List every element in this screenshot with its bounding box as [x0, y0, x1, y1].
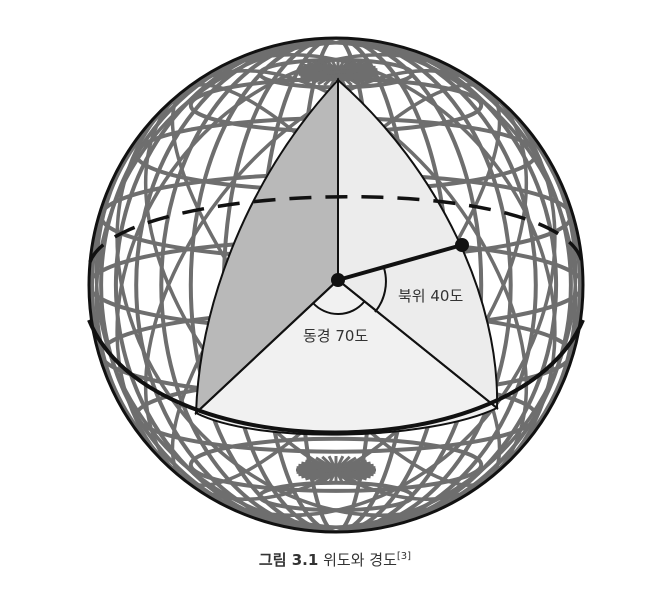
light-longitude-sector — [194, 278, 499, 436]
light-latitude-sector — [337, 77, 499, 411]
location-point — [455, 238, 469, 252]
figure-reference: [3] — [396, 551, 412, 562]
meridian-line — [159, 38, 513, 532]
globe-diagram: 북위 40도 동경 70도 — [87, 36, 585, 534]
meridian-line — [90, 38, 582, 532]
meridian-line — [99, 38, 573, 532]
latitude-label: 북위 40도 — [398, 287, 463, 305]
meridian-line — [134, 38, 538, 532]
figure-title: 위도와 경도 — [323, 551, 397, 569]
figure-number: 그림 3.1 — [258, 551, 319, 569]
meridian-line — [188, 38, 484, 532]
center-to-longitude-point-line — [337, 279, 498, 409]
parallel-line — [188, 436, 484, 493]
shaded-meridian-sector — [194, 77, 339, 416]
center-to-prime-meridian-line — [195, 279, 339, 414]
equator-line — [87, 319, 585, 435]
sphere-outline — [87, 36, 585, 534]
center-to-location-point-line — [337, 243, 463, 282]
longitude-label: 동경 70도 — [303, 327, 368, 345]
figure-caption: 그림 3.1 위도와 경도[3] — [0, 549, 670, 570]
north-pole-grid-line — [298, 68, 378, 76]
south-pole-grid-line — [296, 466, 376, 474]
longitude-angle-arc — [312, 301, 365, 316]
center-point — [331, 273, 345, 287]
meridian-line — [113, 38, 559, 532]
latitude-angle-arc — [374, 267, 387, 313]
